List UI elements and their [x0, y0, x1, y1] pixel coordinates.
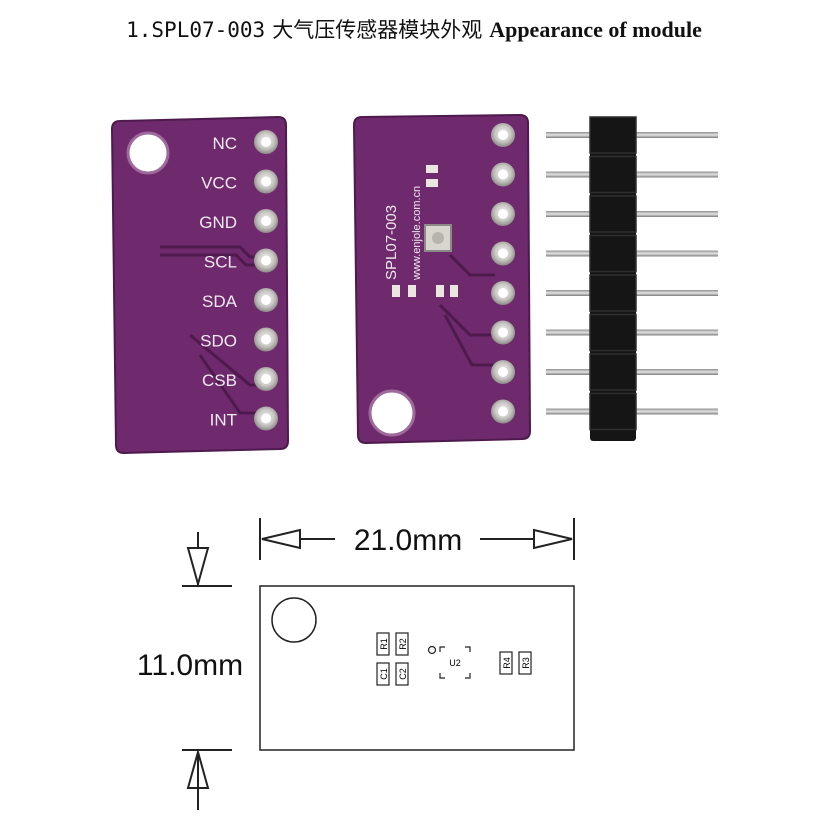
pin-hole: [261, 255, 271, 266]
pin-hole: [498, 248, 508, 259]
heading-number: 1.SPL07-003: [126, 18, 266, 42]
smd-component: [426, 165, 438, 173]
pin-header: [546, 116, 718, 441]
pin-hole: [498, 367, 508, 377]
header-block: [589, 274, 637, 312]
component-r3: R3: [518, 651, 532, 675]
component-r2: R2: [395, 632, 409, 656]
height-dimension-label: 11.0mm: [137, 649, 243, 682]
svg-text:R2: R2: [398, 638, 408, 650]
pcb-back-board: NC VCC GND SCL SDA SDO CSB INT: [110, 115, 290, 455]
page-heading: 1.SPL07-003 大气压传感器模块外观 Appearance of mod…: [0, 14, 828, 44]
dimension-drawing: 21.0mm 11.0mm R1 R2 C1 C2 U2 R4 R3: [137, 518, 575, 810]
header-block: [589, 353, 637, 391]
pin-hole: [498, 288, 508, 298]
smd-component: [436, 285, 444, 297]
pin-label: CSB: [202, 371, 237, 390]
header-block: [589, 234, 637, 273]
pin-label: NC: [212, 134, 237, 153]
component-c2: C2: [395, 662, 409, 686]
pin-hole: [261, 295, 271, 305]
pin-hole: [261, 137, 271, 147]
pcb-part-label: SPL07-003: [383, 205, 400, 280]
pin-hole: [261, 413, 271, 424]
pin-hole: [498, 169, 508, 180]
pin-label: SDO: [200, 332, 237, 351]
smd-component: [408, 285, 416, 297]
svg-text:R4: R4: [502, 657, 512, 669]
smd-component: [392, 285, 400, 297]
pin-label: GND: [199, 213, 237, 232]
pin-label: VCC: [201, 174, 237, 193]
pin-label: SCL: [204, 253, 237, 272]
svg-text:R3: R3: [521, 657, 531, 669]
svg-text:R1: R1: [379, 638, 389, 650]
pin-hole: [498, 327, 508, 338]
pin-hole: [261, 334, 271, 345]
pin-hole: [261, 176, 271, 187]
header-block: [589, 155, 637, 194]
heading-chinese: 大气压传感器模块外观: [272, 18, 483, 42]
svg-text:U2: U2: [449, 658, 461, 668]
component-r4: R4: [499, 651, 513, 675]
component-u2: U2: [427, 645, 471, 679]
svg-text:C1: C1: [379, 668, 389, 680]
pin-hole: [498, 406, 508, 417]
pin-label: SDA: [202, 292, 238, 311]
header-block: [589, 392, 637, 431]
pin-hole: [498, 130, 508, 140]
svg-text:C2: C2: [398, 668, 408, 680]
pin-hole: [261, 374, 271, 384]
heading-english: Appearance of module: [489, 17, 702, 42]
pin-label: INT: [210, 411, 237, 430]
component-r1: R1: [376, 632, 390, 656]
mounting-hole-outline: [271, 597, 317, 643]
mounting-hole: [126, 131, 170, 175]
component-c1: C1: [376, 662, 390, 686]
pcb-url-label: www.enjole.com.cn: [411, 186, 423, 281]
smd-component: [426, 179, 438, 187]
header-block: [589, 116, 637, 154]
smd-component: [450, 285, 458, 297]
module-photo: NC VCC GND SCL SDA SDO CSB INT SPL07-003 www.en…: [110, 113, 718, 455]
pin-hole: [498, 209, 508, 219]
header-block: [589, 313, 637, 352]
width-dimension-label: 21.0mm: [354, 524, 462, 557]
pin-hole: [261, 216, 271, 226]
header-block: [589, 195, 637, 233]
mounting-hole: [368, 389, 416, 437]
pcb-front-board: SPL07-003 www.enjole.com.cn: [352, 113, 532, 445]
